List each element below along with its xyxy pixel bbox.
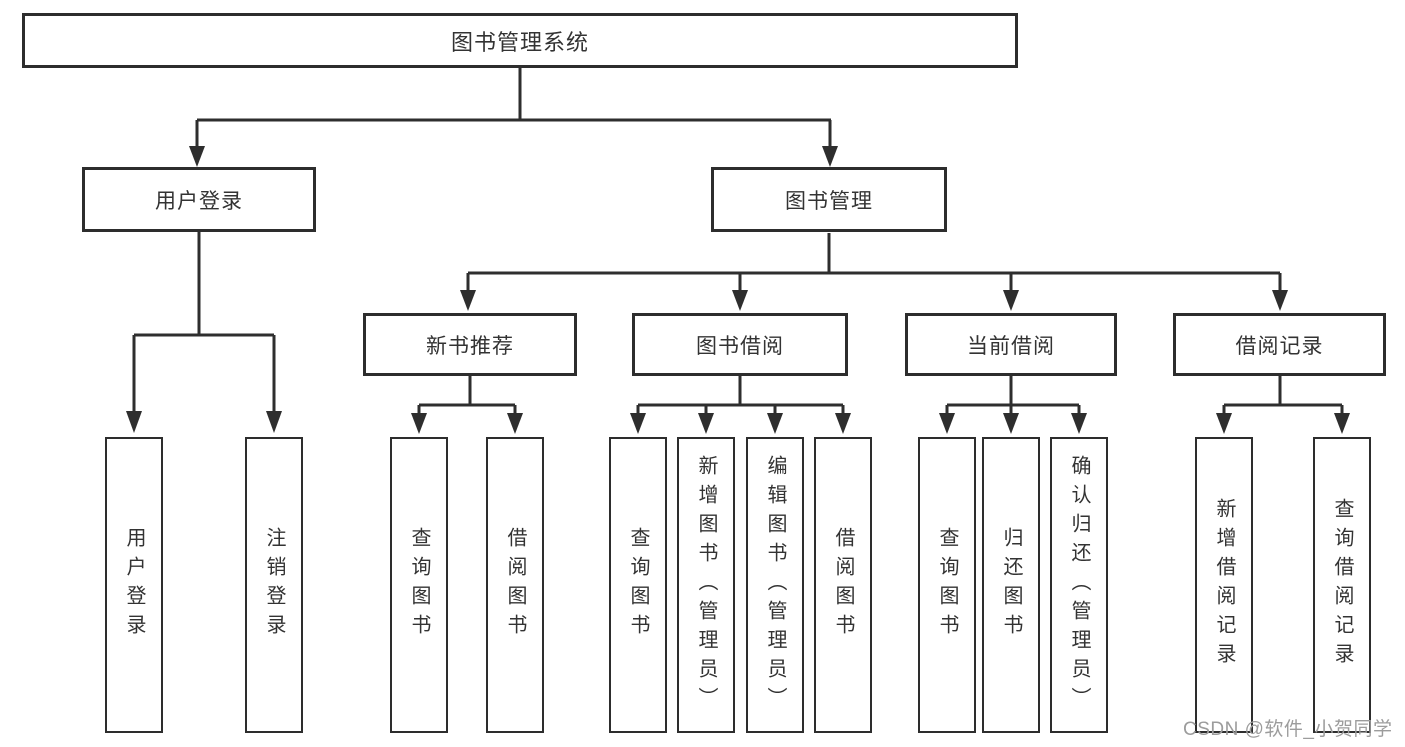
leaf-return-book-label: 归还图书 xyxy=(1000,527,1022,643)
node-book-borrowing: 图书借阅 xyxy=(632,313,848,376)
node-root-label: 图书管理系统 xyxy=(450,29,589,55)
watermark-text: CSDN @软件_小贺同学 xyxy=(1183,719,1393,740)
leaf-borrow-books-recommend-label: 借阅图书 xyxy=(504,527,526,643)
leaf-query-books-recommend: 查询图书 xyxy=(390,437,448,733)
leaf-borrow-books-recommend: 借阅图书 xyxy=(486,437,544,733)
leaf-add-borrow-record-label: 新增借阅记录 xyxy=(1213,498,1235,672)
node-borrow-records-label: 借阅记录 xyxy=(1235,334,1324,358)
connector-root-to-level2 xyxy=(189,68,838,167)
leaf-query-books-current-label: 查询图书 xyxy=(936,527,958,643)
leaf-confirm-return-admin-label: 确认归还（管理员） xyxy=(1068,454,1090,716)
connector-new-books-children xyxy=(411,376,523,434)
leaf-edit-book-admin-label: 编辑图书（管理员） xyxy=(764,454,786,716)
connector-borrow-records-children xyxy=(1216,376,1350,434)
connector-user-login-children xyxy=(126,232,282,433)
leaf-query-books-current: 查询图书 xyxy=(918,437,976,733)
leaf-query-borrow-record-label: 查询借阅记录 xyxy=(1331,498,1353,672)
leaf-borrow-books-label: 借阅图书 xyxy=(832,527,854,643)
node-borrow-records: 借阅记录 xyxy=(1173,313,1386,376)
leaf-query-books-borrow: 查询图书 xyxy=(609,437,667,733)
leaf-confirm-return-admin: 确认归还（管理员） xyxy=(1050,437,1108,733)
node-user-login: 用户登录 xyxy=(82,167,316,232)
leaf-user-login-label: 用户登录 xyxy=(123,527,145,643)
node-root: 图书管理系统 xyxy=(22,13,1018,68)
leaf-add-book-admin: 新增图书（管理员） xyxy=(677,437,735,733)
node-current-borrowing-label: 当前借阅 xyxy=(967,334,1055,358)
leaf-add-borrow-record: 新增借阅记录 xyxy=(1195,437,1253,733)
node-book-management: 图书管理 xyxy=(711,167,947,232)
connector-book-borrow-children xyxy=(630,376,851,434)
node-book-management-label: 图书管理 xyxy=(785,189,873,213)
leaf-return-book: 归还图书 xyxy=(982,437,1040,733)
leaf-query-books-borrow-label: 查询图书 xyxy=(627,527,649,643)
leaf-borrow-books: 借阅图书 xyxy=(814,437,872,733)
leaf-logout-label: 注销登录 xyxy=(263,527,285,643)
leaf-query-books-recommend-label: 查询图书 xyxy=(408,527,430,643)
leaf-logout: 注销登录 xyxy=(245,437,303,733)
leaf-edit-book-admin: 编辑图书（管理员） xyxy=(746,437,804,733)
node-current-borrowing: 当前借阅 xyxy=(905,313,1117,376)
node-new-book-recommend: 新书推荐 xyxy=(363,313,577,376)
leaf-add-book-admin-label: 新增图书（管理员） xyxy=(695,454,717,716)
connector-book-mgmt-to-level3 xyxy=(460,233,1288,311)
leaf-query-borrow-record: 查询借阅记录 xyxy=(1313,437,1371,733)
node-new-book-recommend-label: 新书推荐 xyxy=(426,334,514,358)
leaf-user-login: 用户登录 xyxy=(105,437,163,733)
node-book-borrowing-label: 图书借阅 xyxy=(696,334,784,358)
node-user-login-label: 用户登录 xyxy=(155,189,243,213)
connector-current-borrow-children xyxy=(939,376,1087,434)
